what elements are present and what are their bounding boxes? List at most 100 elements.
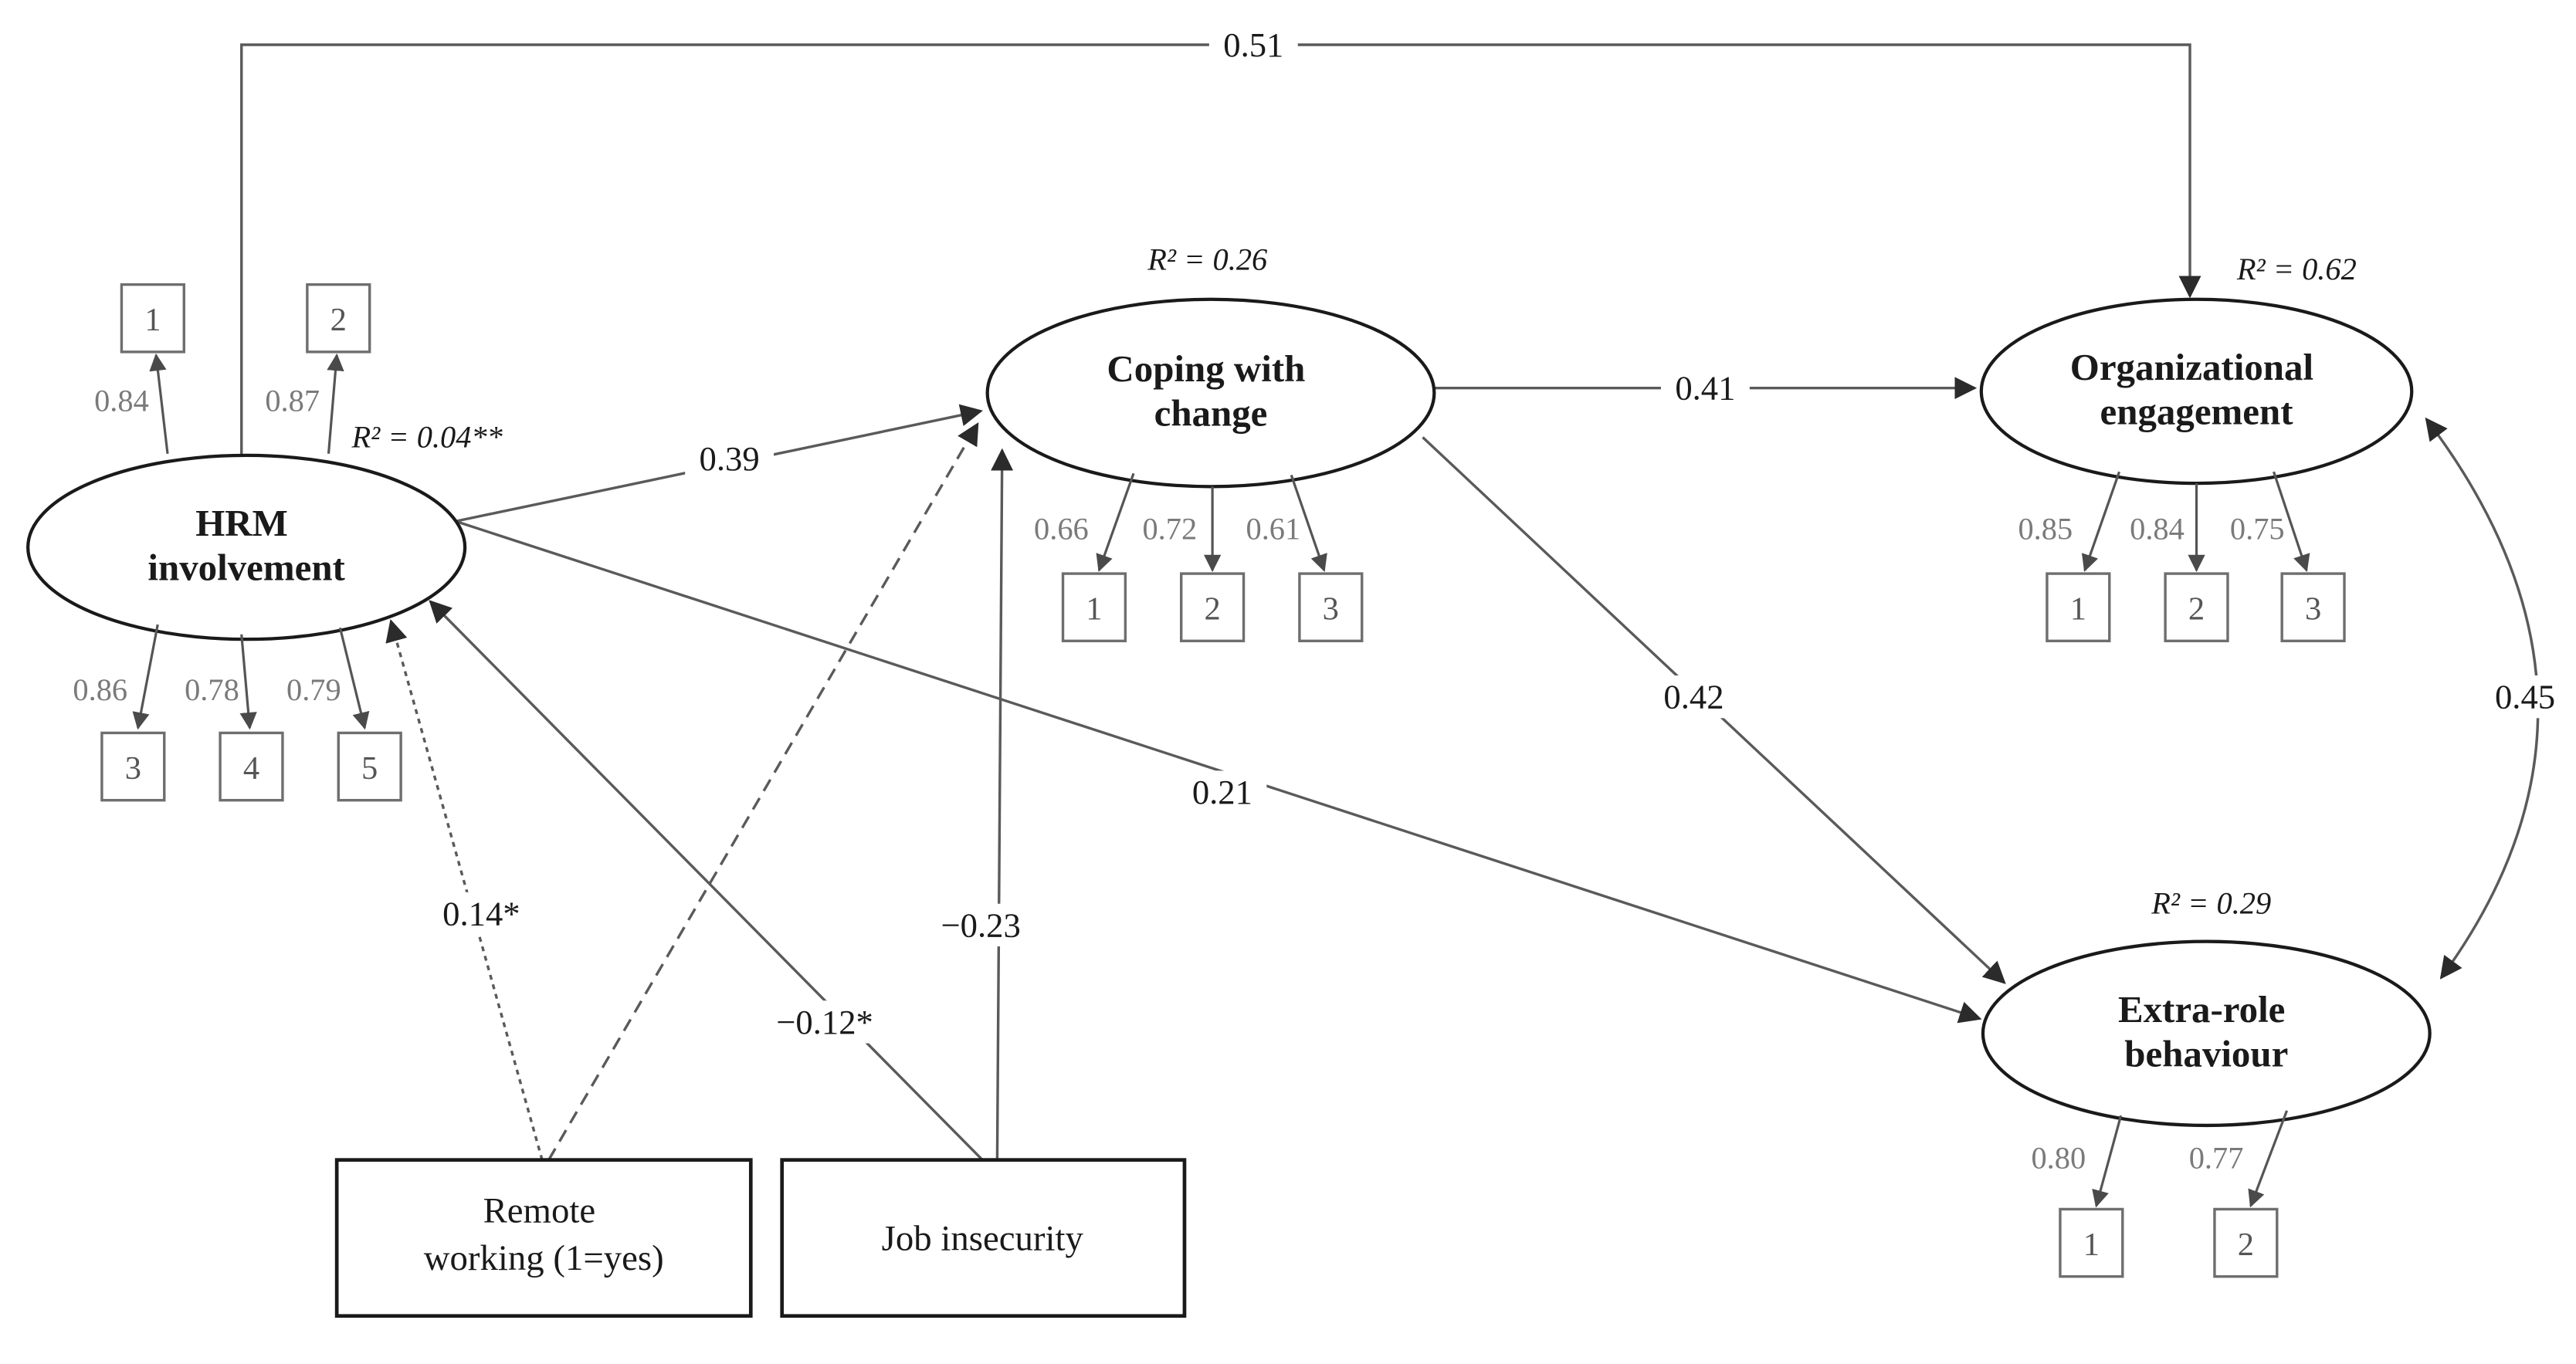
loading-org-2: 0.84: [2130, 511, 2185, 546]
indicator-number: 2: [2188, 591, 2205, 628]
indicator-arrow: [327, 353, 344, 454]
label-bg: [764, 1000, 886, 1044]
indicator-number: 2: [2238, 1227, 2254, 1263]
indicator-number: 1: [144, 302, 161, 338]
label-bg: [930, 903, 1039, 947]
loading-hrm-2: 0.87: [265, 383, 320, 418]
latent-nodes: HRM involvement Coping with change Organ…: [26, 297, 2432, 1128]
r2-label-hrm: R² = 0.04**: [351, 419, 503, 454]
indicator-squares: 1 2 3 4 5 1 2 3 1 2 3 1 2: [100, 283, 2346, 1278]
node-label-line: engagement: [2100, 390, 2294, 432]
path-line-remote-coping: [547, 421, 979, 1161]
indicator-square-org-1: [2046, 572, 2111, 643]
indicator-number: 4: [243, 750, 259, 787]
indicator-arrow: [239, 634, 257, 730]
box-label-line: working (1=yes): [424, 1238, 664, 1278]
path-line-job-hrm: [429, 600, 984, 1161]
label-bg: [430, 892, 533, 936]
indicator-number: 3: [125, 750, 141, 787]
node-label-line: HRM: [195, 502, 288, 544]
indicator-arrow: [2248, 1110, 2289, 1208]
r2-label-coping: R² = 0.26: [1147, 242, 1267, 276]
box-label-job-insecurity: Job insecurity: [882, 1219, 1084, 1259]
latent-ellipse-hrm: [26, 453, 467, 641]
indicator-number: 2: [1204, 591, 1220, 628]
indicator-number: 3: [1323, 591, 1339, 628]
label-bg: [1178, 770, 1267, 814]
indicator-number: 3: [2305, 591, 2321, 628]
node-label-organizational-engagement: Organizational engagement: [2070, 346, 2323, 432]
box-label-remote-working: Remote working (1=yes): [424, 1190, 664, 1278]
latent-ellipse-coping: [985, 297, 1436, 489]
indicator-number: 5: [361, 750, 378, 787]
loading-hrm-5: 0.79: [286, 672, 341, 707]
indicator-square-hrm-3: [100, 731, 166, 802]
latent-ellipse-extra-role-behaviour: [1981, 939, 2432, 1128]
label-bg: [1649, 675, 1738, 719]
node-label-line: Organizational: [2070, 346, 2313, 388]
indicator-number: 1: [2083, 1227, 2100, 1263]
loading-coping-3: 0.61: [1246, 511, 1300, 546]
node-label-line: behaviour: [2124, 1032, 2288, 1075]
node-label-extra-role-behaviour: Extra-role behaviour: [2118, 988, 2295, 1075]
indicator-square-coping-3: [1298, 572, 1364, 643]
indicator-square-hrm-1: [120, 283, 185, 354]
observed-nodes: Remote working (1=yes) Job insecurity: [334, 1158, 1187, 1318]
indicator-square-org-3: [2280, 572, 2346, 643]
path-line-remote-hrm: [385, 618, 544, 1161]
path-labels: 0.51 0.39 0.41 0.42 0.21 0.14* −0.12* −0…: [430, 23, 2570, 1044]
indicator-square-coping-2: [1180, 572, 1246, 643]
indicator-square-hrm-2: [306, 283, 371, 354]
path-line-hrm-extra: [454, 520, 1982, 1024]
loading-extra-1: 0.80: [2031, 1140, 2086, 1175]
node-label-coping: Coping with change: [1107, 347, 1314, 434]
label-bg: [685, 437, 774, 480]
indicator-number: 1: [2070, 591, 2086, 628]
path-line-job-coping: [991, 448, 1014, 1160]
indicator-square-org-2: [2164, 572, 2229, 643]
label-bg: [2480, 675, 2570, 719]
loading-hrm-1: 0.84: [94, 383, 149, 418]
indicator-arrows: [132, 353, 2310, 1208]
loading-hrm-4: 0.78: [185, 672, 239, 707]
box-label-line: Remote: [483, 1190, 596, 1230]
observed-box-job-insecurity: [780, 1158, 1187, 1318]
loading-org-3: 0.75: [2230, 511, 2285, 546]
indicator-square-extra-1: [2059, 1207, 2124, 1278]
node-label-line: Extra-role: [2118, 988, 2285, 1031]
path-label-org-extra-covariance: 0.45: [2495, 678, 2555, 716]
path-label-remote-hrm: 0.14*: [442, 894, 520, 932]
factor-loadings: 0.84 0.87 0.86 0.78 0.79 0.66 0.72 0.61 …: [73, 383, 2284, 1175]
loading-extra-2: 0.77: [2189, 1140, 2244, 1175]
indicator-square-hrm-4: [219, 731, 284, 802]
path-label-hrm-extra: 0.21: [1192, 773, 1252, 811]
indicator-arrow: [149, 353, 169, 454]
node-label-line: involvement: [147, 547, 345, 589]
loading-org-1: 0.85: [2018, 511, 2073, 546]
indicator-arrow: [132, 624, 159, 730]
label-bg: [1208, 23, 1298, 66]
loading-coping-2: 0.72: [1142, 511, 1197, 546]
indicator-arrow: [2081, 471, 2121, 572]
indicator-arrow: [1096, 472, 1135, 572]
path-label-job-hrm: −0.12*: [776, 1003, 873, 1041]
indicator-square-extra-2: [2213, 1207, 2279, 1278]
path-label-coping-extra: 0.42: [1663, 678, 1724, 716]
path-label-hrm-coping: 0.39: [700, 439, 760, 478]
r2-label-organizational-engagement: R² = 0.62: [2236, 252, 2357, 286]
loading-coping-1: 0.66: [1034, 511, 1089, 546]
indicator-number: 1: [1086, 591, 1102, 628]
path-label-hrm-org: 0.51: [1223, 25, 1283, 64]
label-bg: [1660, 367, 1750, 410]
r2-labels: R² = 0.04** R² = 0.26 R² = 0.62 R² = 0.2…: [351, 242, 2356, 920]
node-label-line: change: [1154, 392, 1268, 435]
indicator-arrow: [1290, 474, 1327, 572]
indicator-arrow: [2092, 1115, 2123, 1208]
r2-label-extra-role-behaviour: R² = 0.29: [2151, 885, 2271, 920]
indicator-arrow: [338, 627, 370, 730]
loading-hrm-3: 0.86: [73, 672, 127, 707]
path-label-coping-org: 0.41: [1675, 369, 1735, 408]
indicator-square-coping-1: [1061, 572, 1127, 643]
indicator-arrow: [2273, 471, 2310, 572]
